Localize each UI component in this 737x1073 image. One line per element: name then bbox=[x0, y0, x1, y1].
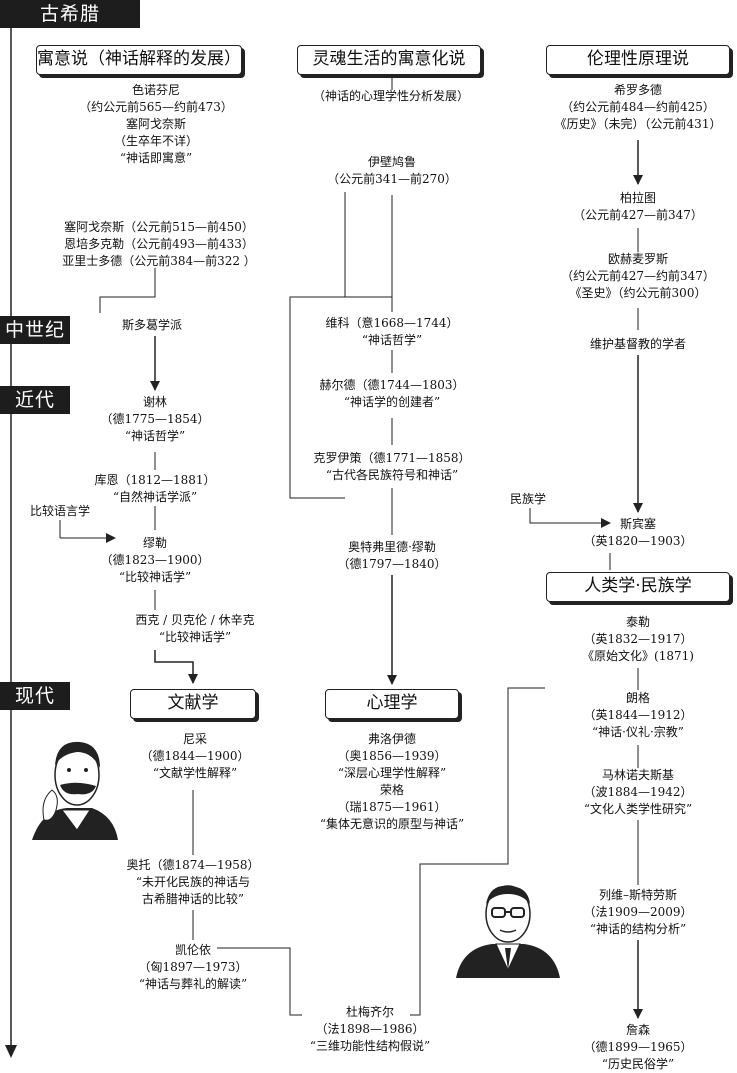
header-allegory: 寓意说（神话解释的发展） bbox=[36, 45, 242, 75]
node-jensen: 詹森 （德1899—1965） “历史民俗学” bbox=[583, 1023, 693, 1071]
era-modern-early: 近代 bbox=[0, 386, 70, 414]
soul-subtitle: （神话的心理学性分析发展） bbox=[312, 89, 469, 103]
node-muller: 缪勒 （德1823—1900） “比较神话学” bbox=[100, 536, 210, 584]
node-nietzsche: 尼采 （德1844—1900） “文献学性解释” bbox=[140, 732, 250, 780]
nietzsche-portrait bbox=[32, 741, 118, 840]
node-kerenyi: 凯伦依 （匈1897—1973） “神话与葬礼的解读” bbox=[138, 943, 248, 991]
node-others: 西克 / 贝克伦 / 休辛克 “比较神话学” bbox=[135, 613, 255, 644]
node-herder: 赫尔德（德1744—1803） “神话学的创建者” bbox=[319, 378, 465, 409]
header-soul: 灵魂生活的寓意化说 bbox=[297, 45, 481, 75]
header-ethics: 伦理性原理说 bbox=[546, 45, 730, 75]
node-ottfried: 奥特弗里德·缪勒 （德1797—1840） bbox=[337, 540, 447, 571]
header-philology: 文献学 bbox=[130, 689, 256, 719]
era-ancient-greece: 古希腊 bbox=[0, 0, 140, 28]
era-modern: 现代 bbox=[0, 682, 70, 710]
node-epicurus: 伊壁鸠鲁 （公元前341—前270） bbox=[327, 155, 457, 186]
node-schelling: 谢林 （德1775—1854） “神话哲学” bbox=[100, 395, 210, 443]
node-lang: 朗格 （英1844—1912） “神话·仪礼·宗教” bbox=[583, 691, 693, 739]
node-herodotus: 希罗多德 （约公元前484—约前425） 《历史》（未完）（公元前431） bbox=[554, 83, 722, 131]
header-psychology: 心理学 bbox=[325, 689, 459, 719]
node-levi-strauss: 列维–斯特劳斯 （法1909—2009） “神话的结构分析” bbox=[583, 888, 693, 936]
node-dumezil: 杜梅齐尔 （法1898—1986） “三维功能性结构假说” bbox=[309, 1005, 431, 1053]
header-anthropology: 人类学·民族学 bbox=[546, 572, 730, 602]
node-plato: 柏拉图 （公元前427—前347） bbox=[573, 191, 703, 222]
node-tylor: 泰勒 （英1832—1917） 《原始文化》(1871) bbox=[582, 615, 694, 663]
node-comparative-linguistics: 比较语言学 bbox=[30, 504, 91, 518]
node-euhemerus: 欧赫麦罗斯 （约公元前427—约前347） 《圣史》（约公元前300） bbox=[561, 252, 715, 300]
node-spencer: 斯宾塞 （英1820—1903） bbox=[583, 517, 693, 548]
node-malinowski: 马林诺夫斯基 （波1884—1942） “文化人类学性研究” bbox=[583, 768, 693, 816]
timeline-arrow bbox=[5, 1045, 17, 1058]
era-medieval: 中世纪 bbox=[0, 316, 70, 344]
node-christian: 维护基督教的学者 bbox=[589, 337, 686, 351]
node-stoic: 斯多葛学派 bbox=[122, 318, 183, 332]
node-freud-jung: 弗洛伊德 （奥1856—1939） “深层心理学性解释” 荣格 （瑞1875—1… bbox=[319, 732, 465, 831]
node-creuzer: 克罗伊策（德1771—1858） “古代各民族符号和神话” bbox=[313, 451, 471, 482]
node-trio: 塞阿戈奈斯（公元前515—前450） 恩培多克勒（公元前493—前433） 亚里… bbox=[62, 220, 256, 268]
node-kuhn: 库恩（1812—1881） “自然神话学派” bbox=[94, 473, 216, 504]
node-ethnology: 民族学 bbox=[510, 492, 547, 506]
node-xenophanes: 色诺芬尼 （约公元前565—约前473） 塞阿戈奈斯 （生卒年不详） “神话即寓… bbox=[79, 83, 233, 165]
levi-strauss-portrait bbox=[456, 885, 560, 978]
node-otto: 奥托（德1874—1958） “未开化民族的神话与 古希腊神话的比较” bbox=[126, 858, 260, 906]
node-vico: 维科（意1668—1744） “神话哲学” bbox=[325, 316, 459, 347]
